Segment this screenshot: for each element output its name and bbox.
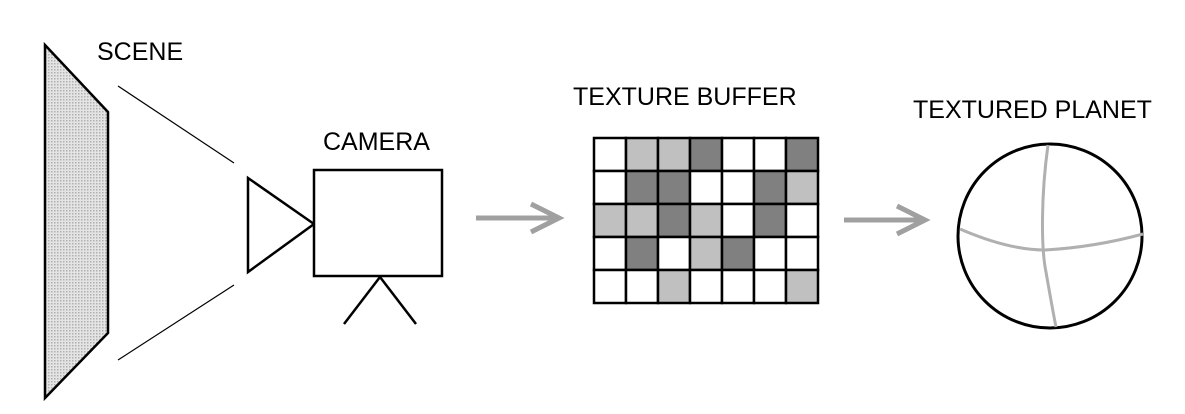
texture-cell bbox=[752, 235, 788, 272]
view-ray-top bbox=[117, 85, 235, 164]
texture-cell bbox=[688, 268, 724, 305]
texture-cell bbox=[656, 235, 692, 272]
texture-cell bbox=[624, 268, 660, 305]
texture-cell bbox=[656, 268, 692, 305]
texture-buffer-grid bbox=[592, 136, 820, 305]
planet-meridian bbox=[1040, 144, 1058, 328]
texture-buffer-label: TEXTURE BUFFER bbox=[573, 83, 797, 111]
texture-cell bbox=[688, 136, 724, 173]
texture-cell bbox=[752, 202, 788, 239]
texture-buffer-group: TEXTURE BUFFER bbox=[573, 83, 820, 305]
planet-sphere bbox=[956, 142, 1144, 330]
texture-cell bbox=[656, 202, 692, 239]
view-ray-bottom bbox=[117, 284, 235, 361]
texture-cell bbox=[784, 235, 820, 272]
texture-cell bbox=[688, 169, 724, 206]
texture-cell bbox=[592, 136, 628, 173]
texture-cell bbox=[784, 136, 820, 173]
scene-group: SCENE bbox=[43, 38, 235, 402]
tripod-left-leg bbox=[343, 276, 381, 325]
textured-planet-label: TEXTURED PLANET bbox=[913, 96, 1152, 124]
texture-cell bbox=[624, 136, 660, 173]
scene-panel bbox=[43, 41, 110, 402]
scene-label: SCENE bbox=[97, 38, 183, 66]
texture-cell bbox=[752, 169, 788, 206]
texture-cell bbox=[592, 169, 628, 206]
texture-cell bbox=[784, 268, 820, 305]
arrow-camera-to-texture bbox=[476, 201, 565, 235]
texture-cell bbox=[720, 202, 756, 239]
tripod-right-leg bbox=[379, 276, 417, 325]
texture-cell bbox=[720, 169, 756, 206]
arrow-head bbox=[529, 201, 565, 235]
camera-lens bbox=[246, 175, 317, 275]
camera-group: CAMERA bbox=[246, 128, 444, 325]
texture-cell bbox=[656, 136, 692, 173]
texture-cell bbox=[752, 136, 788, 173]
textured-planet-group: TEXTURED PLANET bbox=[913, 96, 1152, 330]
texture-cell bbox=[720, 136, 756, 173]
texture-cell bbox=[720, 235, 756, 272]
texture-cell bbox=[656, 169, 692, 206]
camera-label: CAMERA bbox=[323, 128, 430, 156]
texture-cell bbox=[688, 235, 724, 272]
camera-body bbox=[312, 168, 444, 278]
texture-cell bbox=[784, 169, 820, 206]
texture-cell bbox=[752, 268, 788, 305]
texture-cell bbox=[592, 235, 628, 272]
texture-cell bbox=[592, 202, 628, 239]
texture-cell bbox=[624, 202, 660, 239]
texture-cell bbox=[624, 235, 660, 272]
texture-cell bbox=[720, 268, 756, 305]
arrow-texture-to-planet bbox=[844, 203, 931, 237]
texture-cell bbox=[784, 202, 820, 239]
planet-equator bbox=[959, 227, 1144, 252]
texture-cell bbox=[688, 202, 724, 239]
arrow-head bbox=[895, 203, 931, 237]
texture-cell bbox=[624, 169, 660, 206]
texture-cell bbox=[592, 268, 628, 305]
